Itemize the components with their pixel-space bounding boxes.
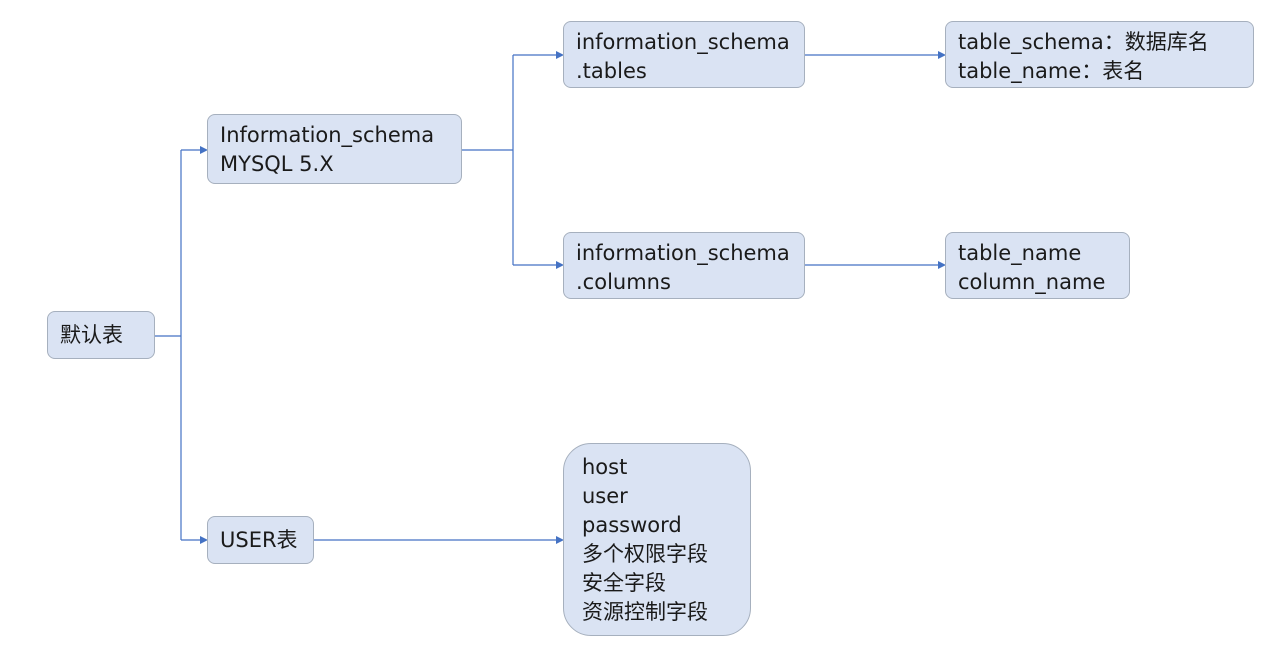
arrowhead-tables xyxy=(556,51,564,59)
tables-fields-line2: table_name：表名 xyxy=(958,59,1145,83)
user-fields-node: host user password 多个权限字段 安全字段 资源控制字段 xyxy=(563,443,751,636)
user-field-resource-control: 资源控制字段 xyxy=(582,600,708,624)
user-field-security: 安全字段 xyxy=(582,571,666,595)
user-table-node: USER表 xyxy=(207,516,314,564)
user-field-privileges: 多个权限字段 xyxy=(582,542,708,566)
columns-fields-node: table_name column_name xyxy=(945,232,1130,299)
information-schema-line2: MYSQL 5.X xyxy=(220,152,334,176)
arrowhead-user xyxy=(200,536,208,544)
user-field-password: password xyxy=(582,513,682,537)
information-schema-line1: Information_schema xyxy=(220,123,435,147)
user-field-host: host xyxy=(582,455,628,479)
information-schema-node: Information_schema MYSQL 5.X xyxy=(207,114,462,184)
tables-fields-line1: table_schema：数据库名 xyxy=(958,30,1209,54)
tables-node-line1: information_schema xyxy=(576,30,790,54)
root-node-label: 默认表 xyxy=(60,322,123,347)
tables-fields-node: table_schema：数据库名 table_name：表名 xyxy=(945,21,1254,88)
arrowhead-user-fields xyxy=(556,536,564,544)
root-node-default-tables: 默认表 xyxy=(47,311,155,359)
connector-root-trunk xyxy=(155,150,182,540)
user-field-user: user xyxy=(582,484,628,508)
tables-node: information_schema .tables xyxy=(563,21,805,88)
arrowhead-columns-fields xyxy=(938,261,946,269)
columns-node: information_schema .columns xyxy=(563,232,805,299)
tables-node-line2: .tables xyxy=(576,59,647,83)
columns-node-line2: .columns xyxy=(576,270,671,294)
arrowhead-columns xyxy=(556,261,564,269)
connector-information-schema-split xyxy=(462,55,514,265)
user-table-label: USER表 xyxy=(220,527,298,552)
columns-node-line1: information_schema xyxy=(576,241,790,265)
columns-fields-line2: column_name xyxy=(958,270,1106,294)
arrowhead-tables-fields xyxy=(938,51,946,59)
arrowhead-information-schema xyxy=(200,146,208,154)
columns-fields-line1: table_name xyxy=(958,241,1082,265)
